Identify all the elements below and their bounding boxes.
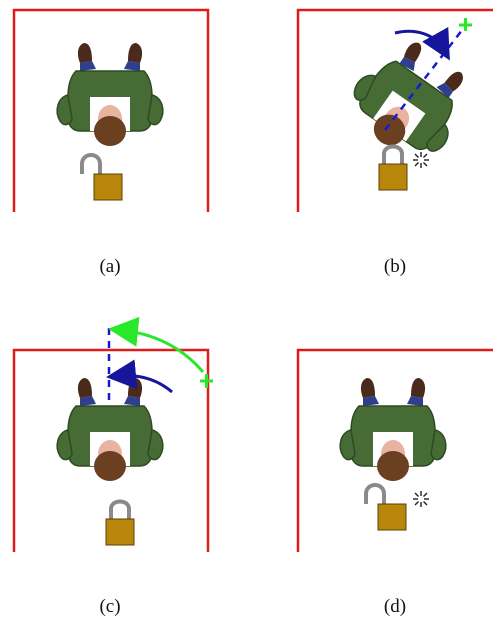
panel-b bbox=[296, 8, 493, 212]
padlock-icon bbox=[364, 483, 408, 532]
sparkle-icon bbox=[412, 490, 430, 508]
rotation-arrow bbox=[394, 26, 450, 61]
person-topdown-icon bbox=[336, 26, 485, 174]
person-topdown-icon bbox=[56, 42, 164, 147]
panel-a bbox=[12, 8, 210, 212]
target-cross-icon bbox=[459, 18, 472, 31]
caption-a: (a) bbox=[99, 256, 121, 277]
room-wall bbox=[12, 8, 210, 212]
panel-d bbox=[296, 348, 493, 552]
room-wall bbox=[12, 348, 210, 552]
padlock-icon bbox=[377, 144, 409, 192]
target-cross-icon bbox=[200, 374, 213, 388]
room-wall bbox=[296, 8, 493, 212]
caption-c: (c) bbox=[99, 596, 121, 617]
rotation-arrow-green bbox=[108, 316, 205, 373]
caption-b: (b) bbox=[383, 256, 407, 277]
sparkle-icon bbox=[412, 151, 430, 169]
room-wall bbox=[296, 348, 493, 552]
padlock-icon bbox=[104, 499, 136, 547]
rotation-arrow-blue bbox=[106, 359, 173, 394]
caption-d: (d) bbox=[383, 596, 407, 617]
padlock-icon bbox=[80, 153, 124, 202]
panel-c bbox=[12, 316, 213, 552]
heading-line bbox=[384, 24, 467, 131]
person-topdown-icon bbox=[339, 377, 447, 482]
